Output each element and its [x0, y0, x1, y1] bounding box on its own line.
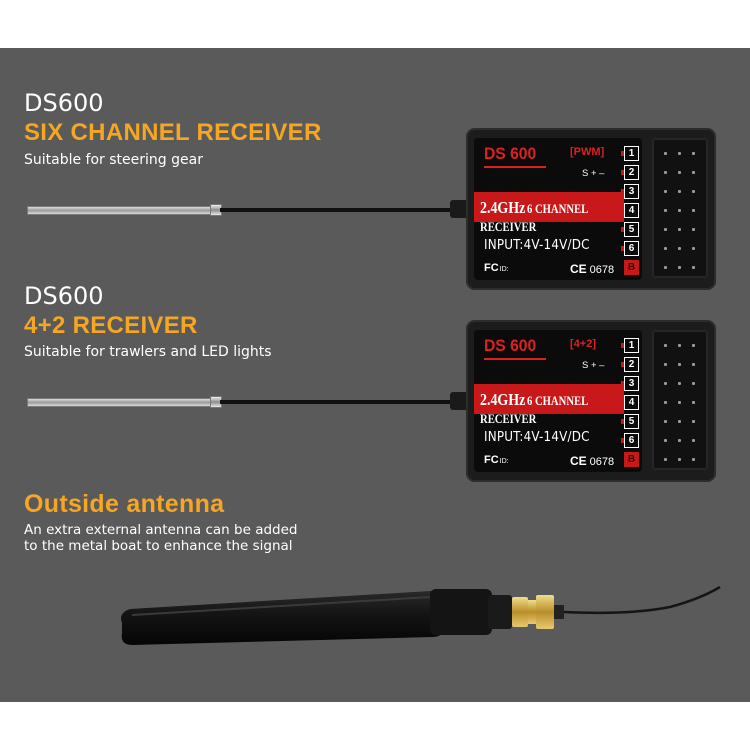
receiver-2-band — [474, 384, 624, 414]
channel-label: 2 — [621, 165, 639, 180]
header-pin — [678, 228, 681, 231]
external-antenna-image — [121, 585, 721, 645]
bind-channel-label: B — [624, 260, 639, 275]
section-2-model: DS600 — [24, 282, 104, 310]
section-1-description: Suitable for steering gear — [24, 152, 203, 168]
header-pin — [664, 247, 667, 250]
receiver-2-name: DS 600 — [484, 336, 537, 355]
fcc-mark: FCID: — [484, 454, 509, 466]
header-pin — [692, 344, 695, 347]
header-pin — [678, 363, 681, 366]
antenna-description-line-1: An extra external antenna can be added — [24, 522, 298, 538]
channel-label: 5 — [621, 222, 639, 237]
header-pin — [678, 401, 681, 404]
header-pin — [664, 209, 667, 212]
header-pin — [664, 420, 667, 423]
header-pin — [692, 420, 695, 423]
section-2-description: Suitable for trawlers and LED lights — [24, 344, 272, 360]
header-pin — [664, 458, 667, 461]
header-pin — [692, 401, 695, 404]
header-pin — [664, 382, 667, 385]
header-pin — [664, 228, 667, 231]
section-1-model: DS600 — [24, 89, 104, 117]
header-pin — [678, 190, 681, 193]
section-1-headline: SIX CHANNEL RECEIVER — [24, 119, 322, 146]
section-2-headline: 4+2 RECEIVER — [24, 312, 198, 339]
header-pin — [664, 344, 667, 347]
header-pin — [678, 382, 681, 385]
header-pin — [692, 228, 695, 231]
receiver-1-band — [474, 192, 624, 222]
receiver-1-input: INPUT:4V-14V/DC — [484, 238, 590, 253]
header-pin — [692, 382, 695, 385]
header-pin — [692, 363, 695, 366]
header-pin — [664, 266, 667, 269]
header-pin — [692, 152, 695, 155]
channel-label: 6 — [621, 433, 639, 448]
receiver-1-pin-header — [652, 138, 708, 278]
header-pin — [678, 420, 681, 423]
header-pin — [664, 190, 667, 193]
product-panel: DS600 SIX CHANNEL RECEIVER Suitable for … — [0, 48, 750, 702]
channel-label: 4 — [621, 395, 639, 410]
channel-label: 3 — [621, 376, 639, 391]
header-pin — [678, 344, 681, 347]
header-pin — [664, 401, 667, 404]
channel-label: 6 — [621, 241, 639, 256]
header-pin — [692, 458, 695, 461]
header-pin — [664, 363, 667, 366]
channel-label: 1 — [621, 338, 639, 353]
receiver-2-pins: S + – — [582, 360, 605, 371]
header-pin — [692, 247, 695, 250]
bind-channel-label: B — [624, 452, 639, 467]
header-pin — [678, 209, 681, 212]
header-pin — [692, 266, 695, 269]
header-pin — [692, 439, 695, 442]
receiver-1-mode: [PWM] — [570, 146, 605, 158]
header-pin — [692, 190, 695, 193]
receiver-1-name: DS 600 — [484, 144, 537, 163]
header-pin — [692, 209, 695, 212]
receiver-1-pins: S + – — [582, 168, 605, 179]
receiver-2-mode: [4+2] — [570, 338, 597, 350]
header-pin — [678, 247, 681, 250]
channel-label: 4 — [621, 203, 639, 218]
receiver-2-input: INPUT:4V-14V/DC — [484, 430, 590, 445]
header-pin — [678, 266, 681, 269]
header-pin — [692, 171, 695, 174]
header-pin — [664, 439, 667, 442]
header-pin — [664, 152, 667, 155]
header-pin — [678, 152, 681, 155]
header-pin — [678, 439, 681, 442]
antenna-headline: Outside antenna — [24, 490, 225, 518]
header-pin — [678, 458, 681, 461]
channel-label: 3 — [621, 184, 639, 199]
channel-label: 1 — [621, 146, 639, 161]
channel-label: 5 — [621, 414, 639, 429]
fcc-mark: FCID: — [484, 262, 509, 274]
antenna-description-line-2: to the metal boat to enhance the signal — [24, 538, 293, 554]
channel-label: 2 — [621, 357, 639, 372]
header-pin — [664, 171, 667, 174]
receiver-2-pin-header — [652, 330, 708, 470]
header-pin — [678, 171, 681, 174]
